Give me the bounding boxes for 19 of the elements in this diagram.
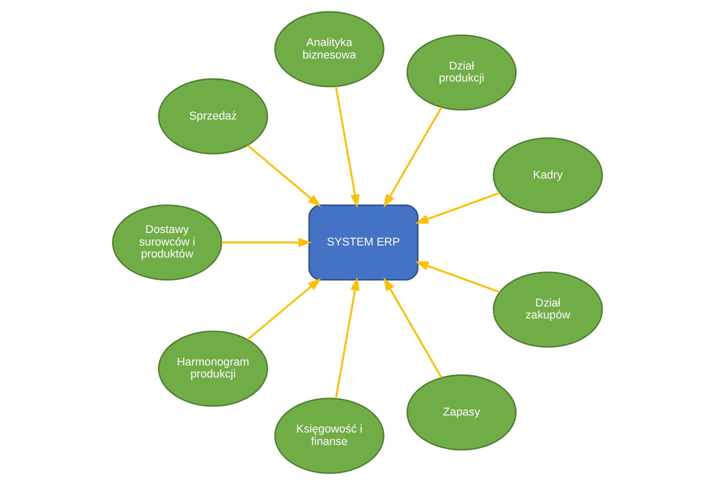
node-ellipse: Dział zakupów: [492, 272, 603, 348]
node-box: SYSTEM ERP: [308, 204, 418, 281]
arrow: [246, 278, 321, 340]
node-ellipse: Kadry: [492, 137, 603, 214]
node-ellipse: Księgowość i finanse: [274, 398, 384, 474]
arrow: [246, 144, 321, 207]
arrow: [334, 86, 360, 208]
node-ellipse: Analityka biznesowa: [274, 11, 384, 88]
node-ellipse: Sprzedaż: [158, 78, 268, 154]
arrow: [415, 192, 500, 224]
arrow: [384, 277, 442, 378]
arrow: [384, 106, 442, 208]
node-ellipse: Dział produkcji: [406, 34, 517, 111]
node-ellipse: Harmonogram produkcji: [158, 330, 268, 407]
arrow: [334, 277, 360, 399]
arrow: [222, 238, 312, 248]
node-ellipse: Dostawy surowców i produktów: [112, 204, 222, 281]
node-ellipse: Zapasy: [406, 374, 517, 451]
arrow: [415, 261, 500, 293]
